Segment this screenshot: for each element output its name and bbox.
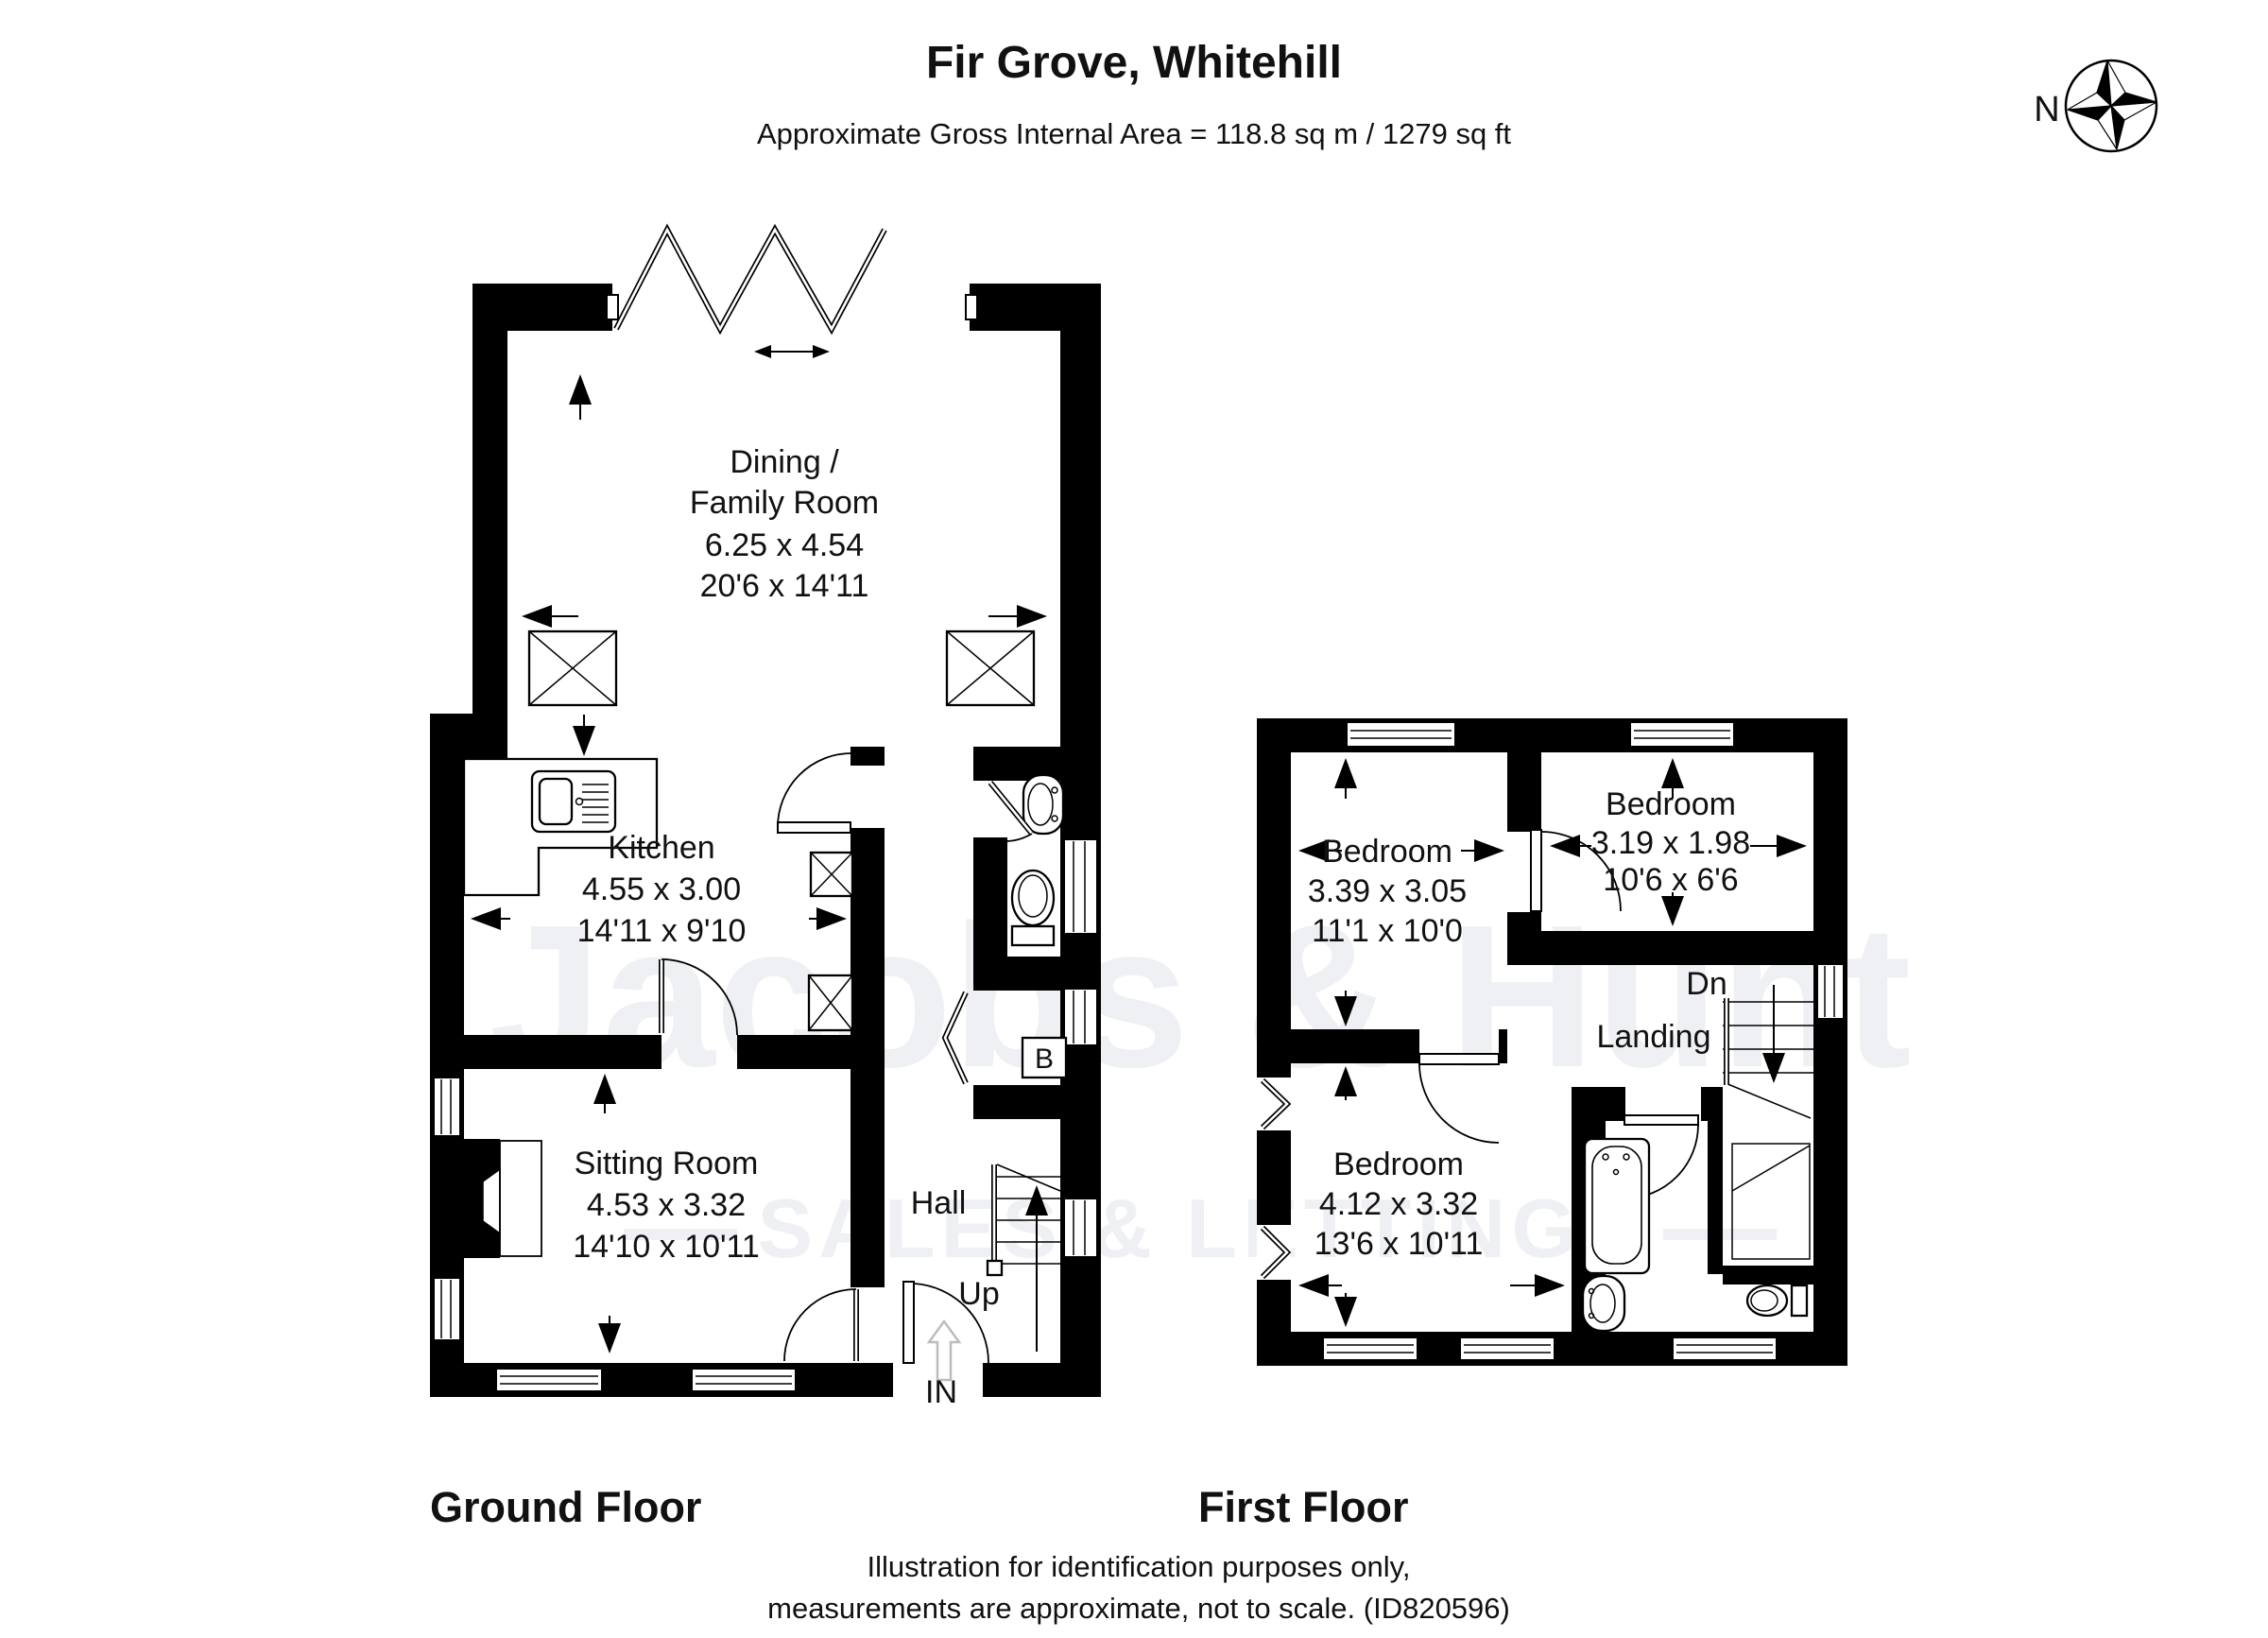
room-label-dining-1: Dining /	[730, 444, 839, 480]
stairs-down-label: Dn	[1686, 966, 1727, 1002]
wc-basin	[1022, 773, 1065, 836]
window	[1063, 838, 1098, 935]
window	[495, 1368, 603, 1392]
window	[1322, 1336, 1418, 1361]
compass-rose-icon: N	[2034, 59, 2158, 153]
crossed-box	[527, 629, 618, 707]
window	[1063, 988, 1098, 1046]
room-label-bedroom1: Bedroom	[1322, 834, 1452, 870]
entrance-door	[902, 1281, 989, 1382]
door	[659, 958, 738, 1036]
footer-disclaimer-line2: measurements are approximate, not to sca…	[767, 1592, 1510, 1625]
crossed-box	[807, 974, 854, 1032]
window	[691, 1368, 797, 1392]
room-size-bedroom3-metric: 4.12 x 3.32	[1319, 1186, 1478, 1222]
door	[988, 781, 1035, 842]
fireplace	[482, 1140, 542, 1257]
first-floor-caption: First Floor	[1198, 1483, 1409, 1531]
wc-toilet	[1010, 869, 1056, 947]
window	[433, 1077, 461, 1137]
room-label-dining-2: Family Room	[690, 485, 879, 521]
dimension-arrows	[1298, 758, 1807, 1327]
stairs-down	[1723, 985, 1813, 1260]
page-subtitle: Approximate Gross Internal Area = 118.8 …	[757, 117, 1511, 150]
window	[1816, 963, 1845, 1020]
stairs-up-label: Up	[958, 1276, 999, 1312]
door	[1418, 1053, 1500, 1144]
watermark-tagline-text: SALES & LETTINGS	[758, 1181, 1643, 1275]
ground-floor-windows	[433, 838, 1098, 1392]
bifold-door	[941, 991, 969, 1085]
entry-arrow-icon	[926, 1319, 962, 1382]
compass-north-label: N	[2034, 90, 2059, 129]
door	[777, 752, 852, 834]
stairs-up	[986, 1164, 1061, 1352]
dimension-arrows	[471, 374, 1047, 1354]
kitchen-counter	[462, 757, 659, 897]
window	[1459, 1336, 1555, 1361]
bathroom-toilet	[1745, 1284, 1809, 1318]
room-size-bedroom1-metric: 3.39 x 3.05	[1308, 873, 1467, 909]
door	[783, 1288, 859, 1362]
window	[1629, 721, 1735, 748]
room-label-sitting: Sitting Room	[575, 1146, 759, 1181]
window	[1063, 1198, 1098, 1258]
room-size-kitchen-metric: 4.55 x 3.00	[582, 871, 741, 907]
kitchen-sink	[530, 769, 617, 834]
room-size-kitchen-imperial: 14'11 x 9'10	[577, 913, 747, 949]
watermark-dash-left	[624, 1229, 737, 1240]
bay-window	[1257, 1225, 1292, 1280]
page-title: Fir Grove, Whitehill	[926, 38, 1342, 88]
room-size-sitting-imperial: 14'10 x 10'11	[573, 1229, 760, 1265]
bifold-doors	[606, 223, 978, 358]
room-size-bedroom1-imperial: 11'1 x 10'0	[1312, 913, 1463, 949]
crossed-box	[945, 629, 1036, 707]
bathroom-basin	[1581, 1274, 1626, 1333]
room-label-bedroom2: Bedroom	[1606, 786, 1736, 822]
door	[1530, 829, 1622, 912]
crossed-box	[809, 851, 854, 898]
window	[433, 1277, 461, 1341]
boiler-cupboard: B	[1021, 1036, 1068, 1079]
room-size-sitting-metric: 4.53 x 3.32	[587, 1187, 746, 1223]
window	[1672, 1336, 1778, 1361]
boiler-label: B	[1035, 1043, 1054, 1075]
window	[1346, 721, 1456, 748]
bay-window	[1257, 1078, 1292, 1130]
ground-floor-plan: B	[430, 223, 1101, 1410]
room-label-hall: Hall	[911, 1185, 967, 1221]
footer-disclaimer-line1: Illustration for identification purposes…	[868, 1550, 1411, 1583]
room-size-bedroom2-metric: 3.19 x 1.98	[1591, 825, 1750, 861]
room-size-bedroom2-imperial: 10'6 x 6'6	[1603, 862, 1738, 898]
room-size-dining-imperial: 20'6 x 14'11	[700, 568, 869, 604]
room-size-bedroom3-imperial: 13'6 x 10'11	[1314, 1226, 1484, 1262]
first-floor-windows	[1257, 721, 1845, 1361]
room-label-kitchen: Kitchen	[608, 830, 714, 866]
entrance-in-label: IN	[925, 1374, 957, 1410]
first-floor-plan: Bedroom 3.39 x 3.05 11'1 x 10'0 Bedroom …	[1257, 718, 1847, 1366]
room-label-landing: Landing	[1596, 1019, 1710, 1055]
room-size-dining-metric: 6.25 x 4.54	[705, 527, 864, 563]
bathtub	[1583, 1137, 1651, 1275]
ground-floor-caption: Ground Floor	[430, 1483, 701, 1531]
room-label-bedroom3: Bedroom	[1333, 1147, 1464, 1182]
